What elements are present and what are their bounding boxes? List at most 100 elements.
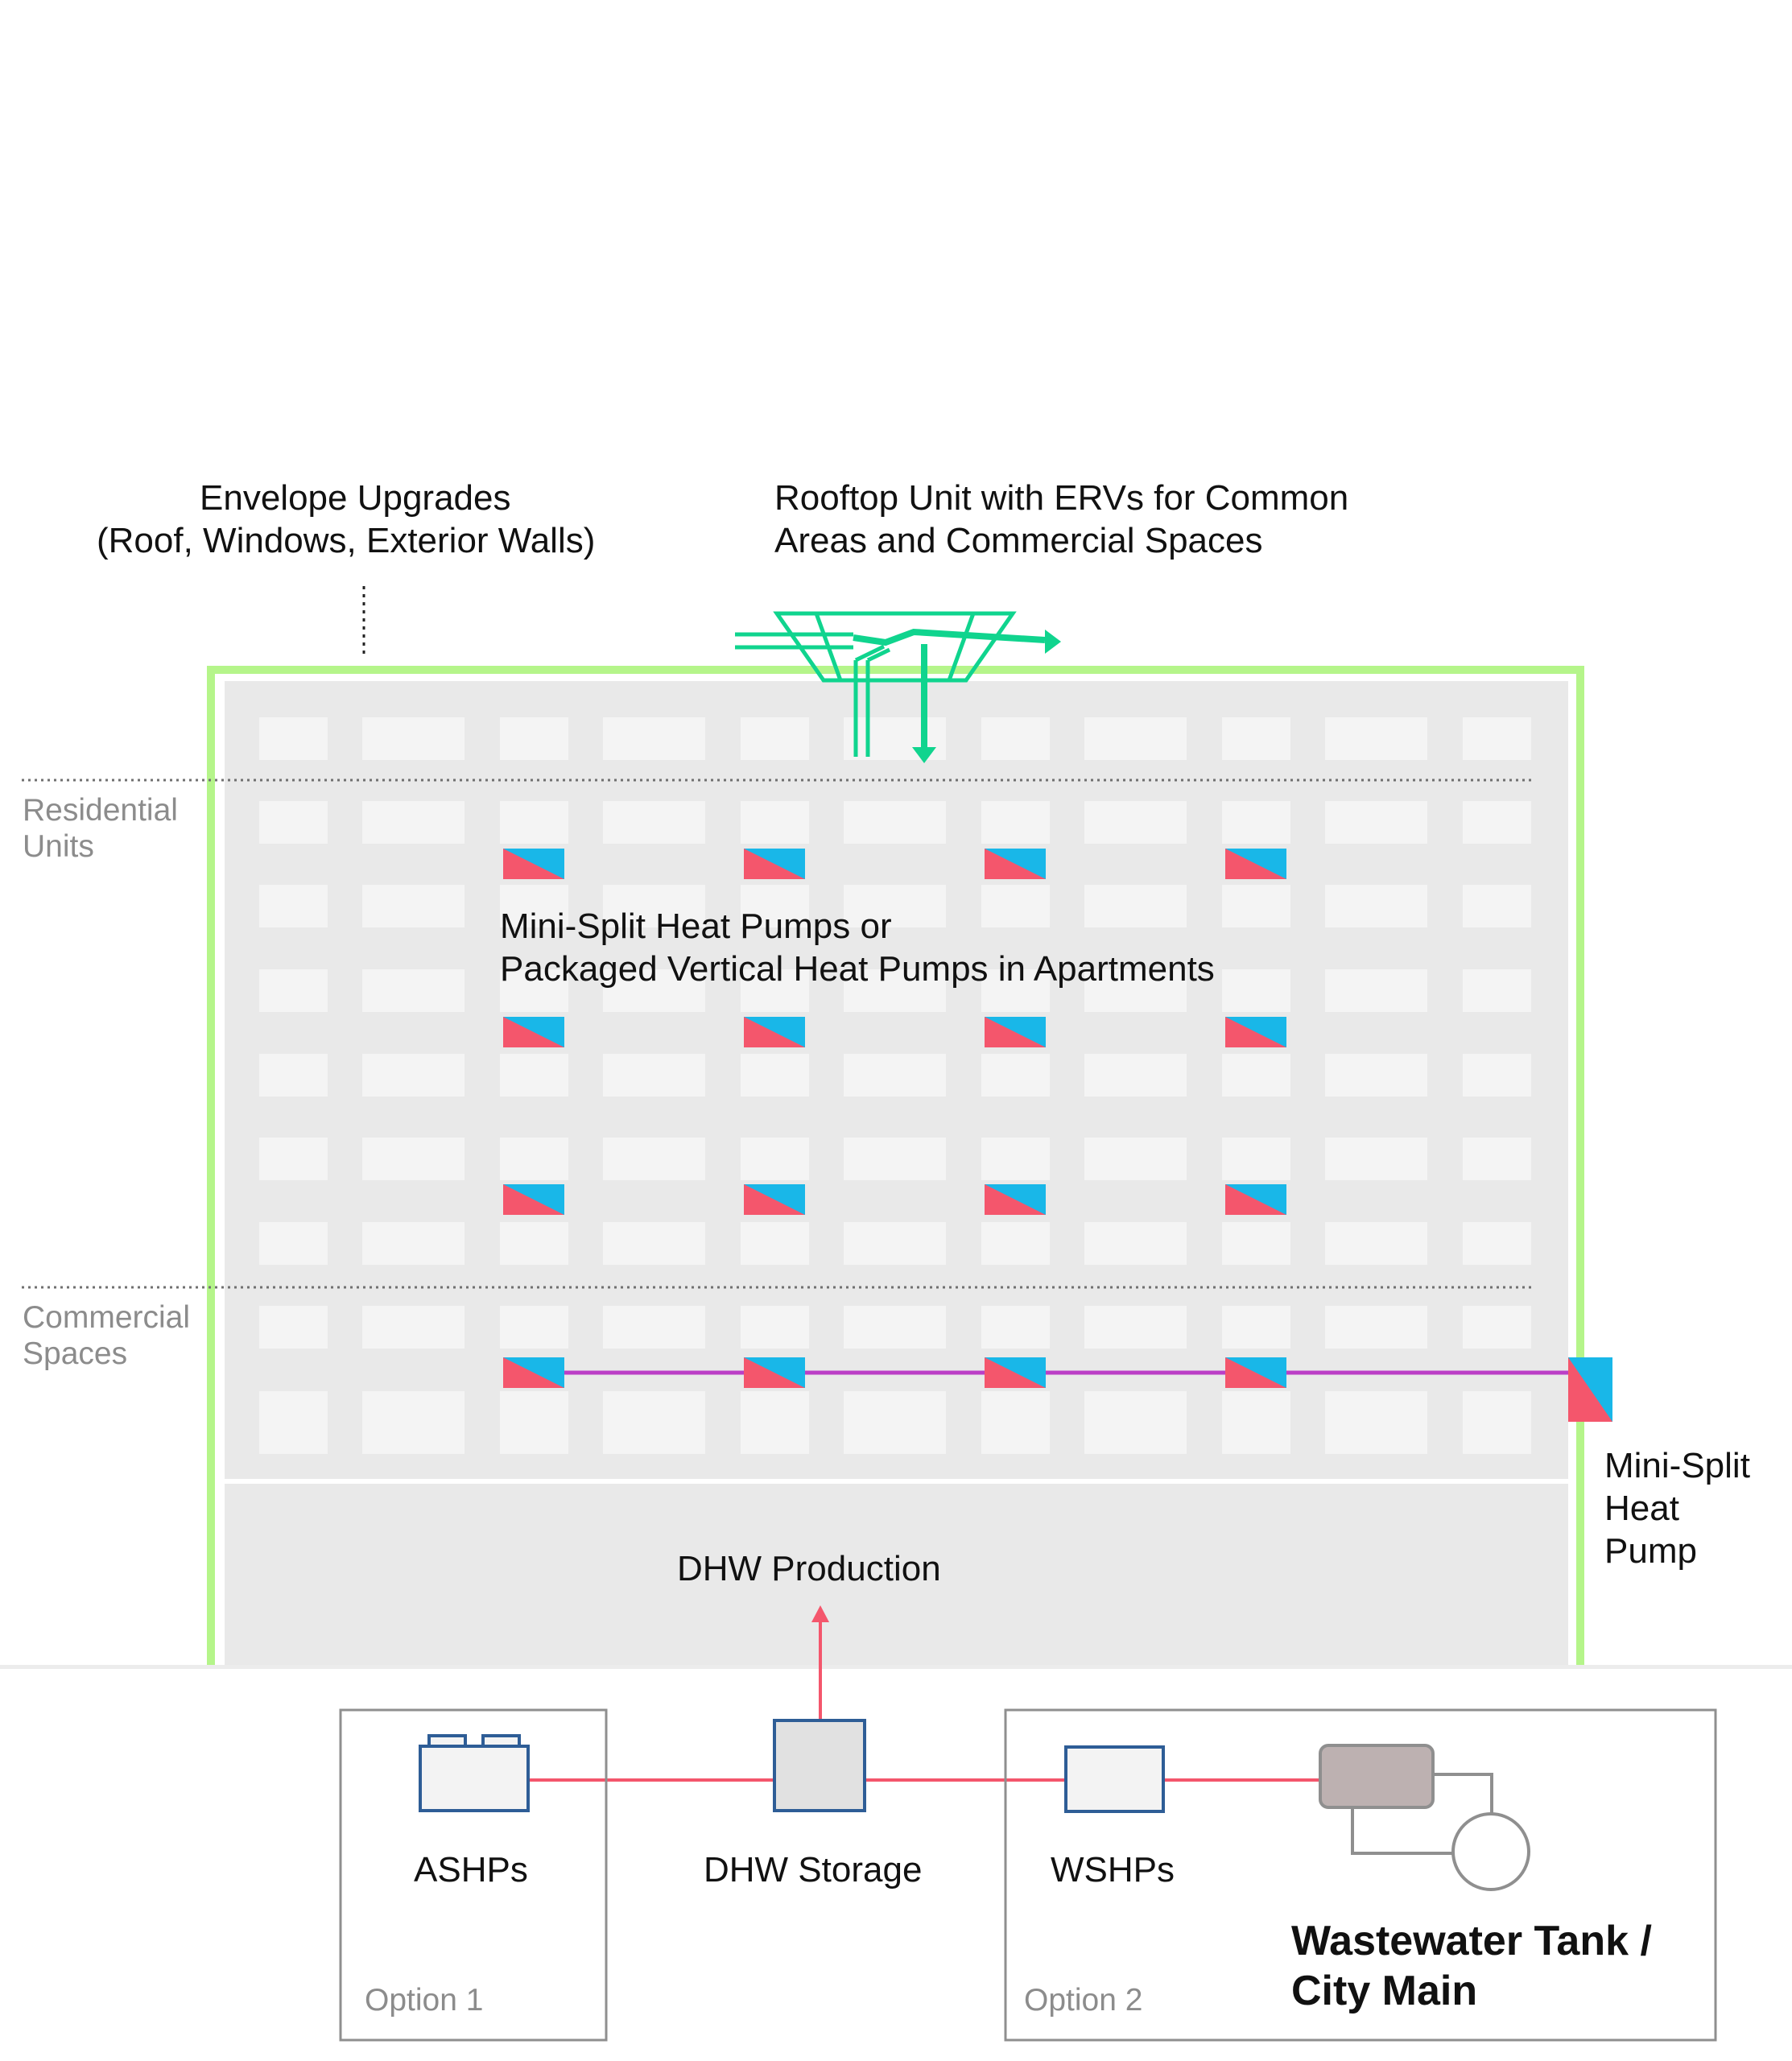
window [603, 717, 705, 760]
window [1222, 969, 1290, 1012]
window [362, 1222, 465, 1265]
mini-split-heat-pump-icon [1225, 1017, 1286, 1047]
window [259, 717, 328, 760]
window [603, 969, 705, 1012]
window [500, 717, 568, 760]
window [1084, 1054, 1187, 1097]
window [741, 1138, 809, 1180]
residential-units-label: Residential Units [23, 793, 178, 864]
window [603, 1138, 705, 1180]
window [981, 1306, 1050, 1349]
window [741, 885, 809, 927]
window [741, 1306, 809, 1349]
window [1084, 1222, 1187, 1265]
dhw-production-label: DHW Production [677, 1549, 941, 1588]
dhw-storage-label: DHW Storage [704, 1850, 923, 1890]
mini-split-heat-pump-icon [503, 1017, 564, 1047]
window [844, 969, 946, 1012]
water-source-heat-pump-icon [1064, 1745, 1165, 1813]
window [1463, 1054, 1531, 1097]
window [259, 1306, 328, 1349]
window [981, 717, 1050, 760]
window [1084, 885, 1187, 927]
wastewater-tank-label: Wastewater Tank / City Main [1291, 1918, 1652, 2014]
window [1463, 1222, 1531, 1265]
mini-split-heat-pump-icon [1225, 1357, 1286, 1388]
window [981, 1054, 1050, 1097]
option-1-box [339, 1708, 608, 2042]
window [844, 885, 946, 927]
window [1463, 801, 1531, 844]
window [1463, 1306, 1531, 1349]
mini-split-heat-pump-icon [503, 1184, 564, 1215]
window [500, 1138, 568, 1180]
window [1222, 1054, 1290, 1097]
window [362, 885, 465, 927]
window [844, 1391, 946, 1454]
wastewater-tank-icon [1319, 1744, 1530, 1891]
window [259, 885, 328, 927]
air-source-heat-pump-icon [419, 1734, 530, 1812]
storage-tank-icon [773, 1719, 866, 1812]
rooftop-unit-label: Rooftop Unit with ERVs for Common Areas … [774, 478, 1349, 560]
window [1463, 717, 1531, 760]
mini-split-heat-pump-icon [503, 1357, 564, 1388]
window [362, 969, 465, 1012]
window [259, 1391, 328, 1454]
window [603, 1222, 705, 1265]
window [741, 801, 809, 844]
window [500, 885, 568, 927]
window-grid [259, 717, 1531, 1454]
window [1325, 1306, 1427, 1349]
window [844, 1306, 946, 1349]
window [362, 801, 465, 844]
ashps-label: ASHPs [414, 1850, 528, 1890]
mini-split-heat-pump-icon [1225, 849, 1286, 879]
window [1222, 1391, 1290, 1454]
window [1325, 1054, 1427, 1097]
window [1084, 801, 1187, 844]
window [259, 1054, 328, 1097]
window [844, 1222, 946, 1265]
window [1084, 1138, 1187, 1180]
window [1463, 885, 1531, 927]
window [500, 801, 568, 844]
window [844, 1054, 946, 1097]
window [362, 717, 465, 760]
window [1084, 1391, 1187, 1454]
ground-floor-separator [225, 1479, 1568, 1484]
window [741, 969, 809, 1012]
commercial-spaces-label: Commercial Spaces [23, 1300, 191, 1371]
window [1222, 885, 1290, 927]
option-2-box [1004, 1708, 1717, 2042]
window [1325, 1138, 1427, 1180]
window [981, 1222, 1050, 1265]
window [844, 1138, 946, 1180]
option-1-label: Option 1 [365, 1983, 484, 2018]
window [362, 1306, 465, 1349]
window [981, 1138, 1050, 1180]
wshps-label: WSHPs [1051, 1850, 1175, 1890]
window [1222, 1306, 1290, 1349]
outdoor-minisplit-icon [1568, 1357, 1612, 1422]
mini-split-heat-pump-icon [744, 1184, 805, 1215]
mini-split-heat-pump-icon [744, 1357, 805, 1388]
window [500, 1306, 568, 1349]
window [1325, 969, 1427, 1012]
window [500, 1222, 568, 1265]
ground-line [0, 1665, 1792, 1669]
window [603, 1054, 705, 1097]
window [844, 801, 946, 844]
window [603, 885, 705, 927]
window [1463, 969, 1531, 1012]
window [1084, 1306, 1187, 1349]
window [1325, 1222, 1427, 1265]
apartment-heat-pumps-label: Mini-Split Heat Pumps or Packaged Vertic… [500, 907, 1215, 989]
window [981, 1391, 1050, 1454]
envelope-upgrades-label: Envelope Upgrades (Roof, Windows, Exteri… [97, 478, 596, 560]
window [500, 1054, 568, 1097]
window [1463, 1138, 1531, 1180]
window [1325, 717, 1427, 760]
